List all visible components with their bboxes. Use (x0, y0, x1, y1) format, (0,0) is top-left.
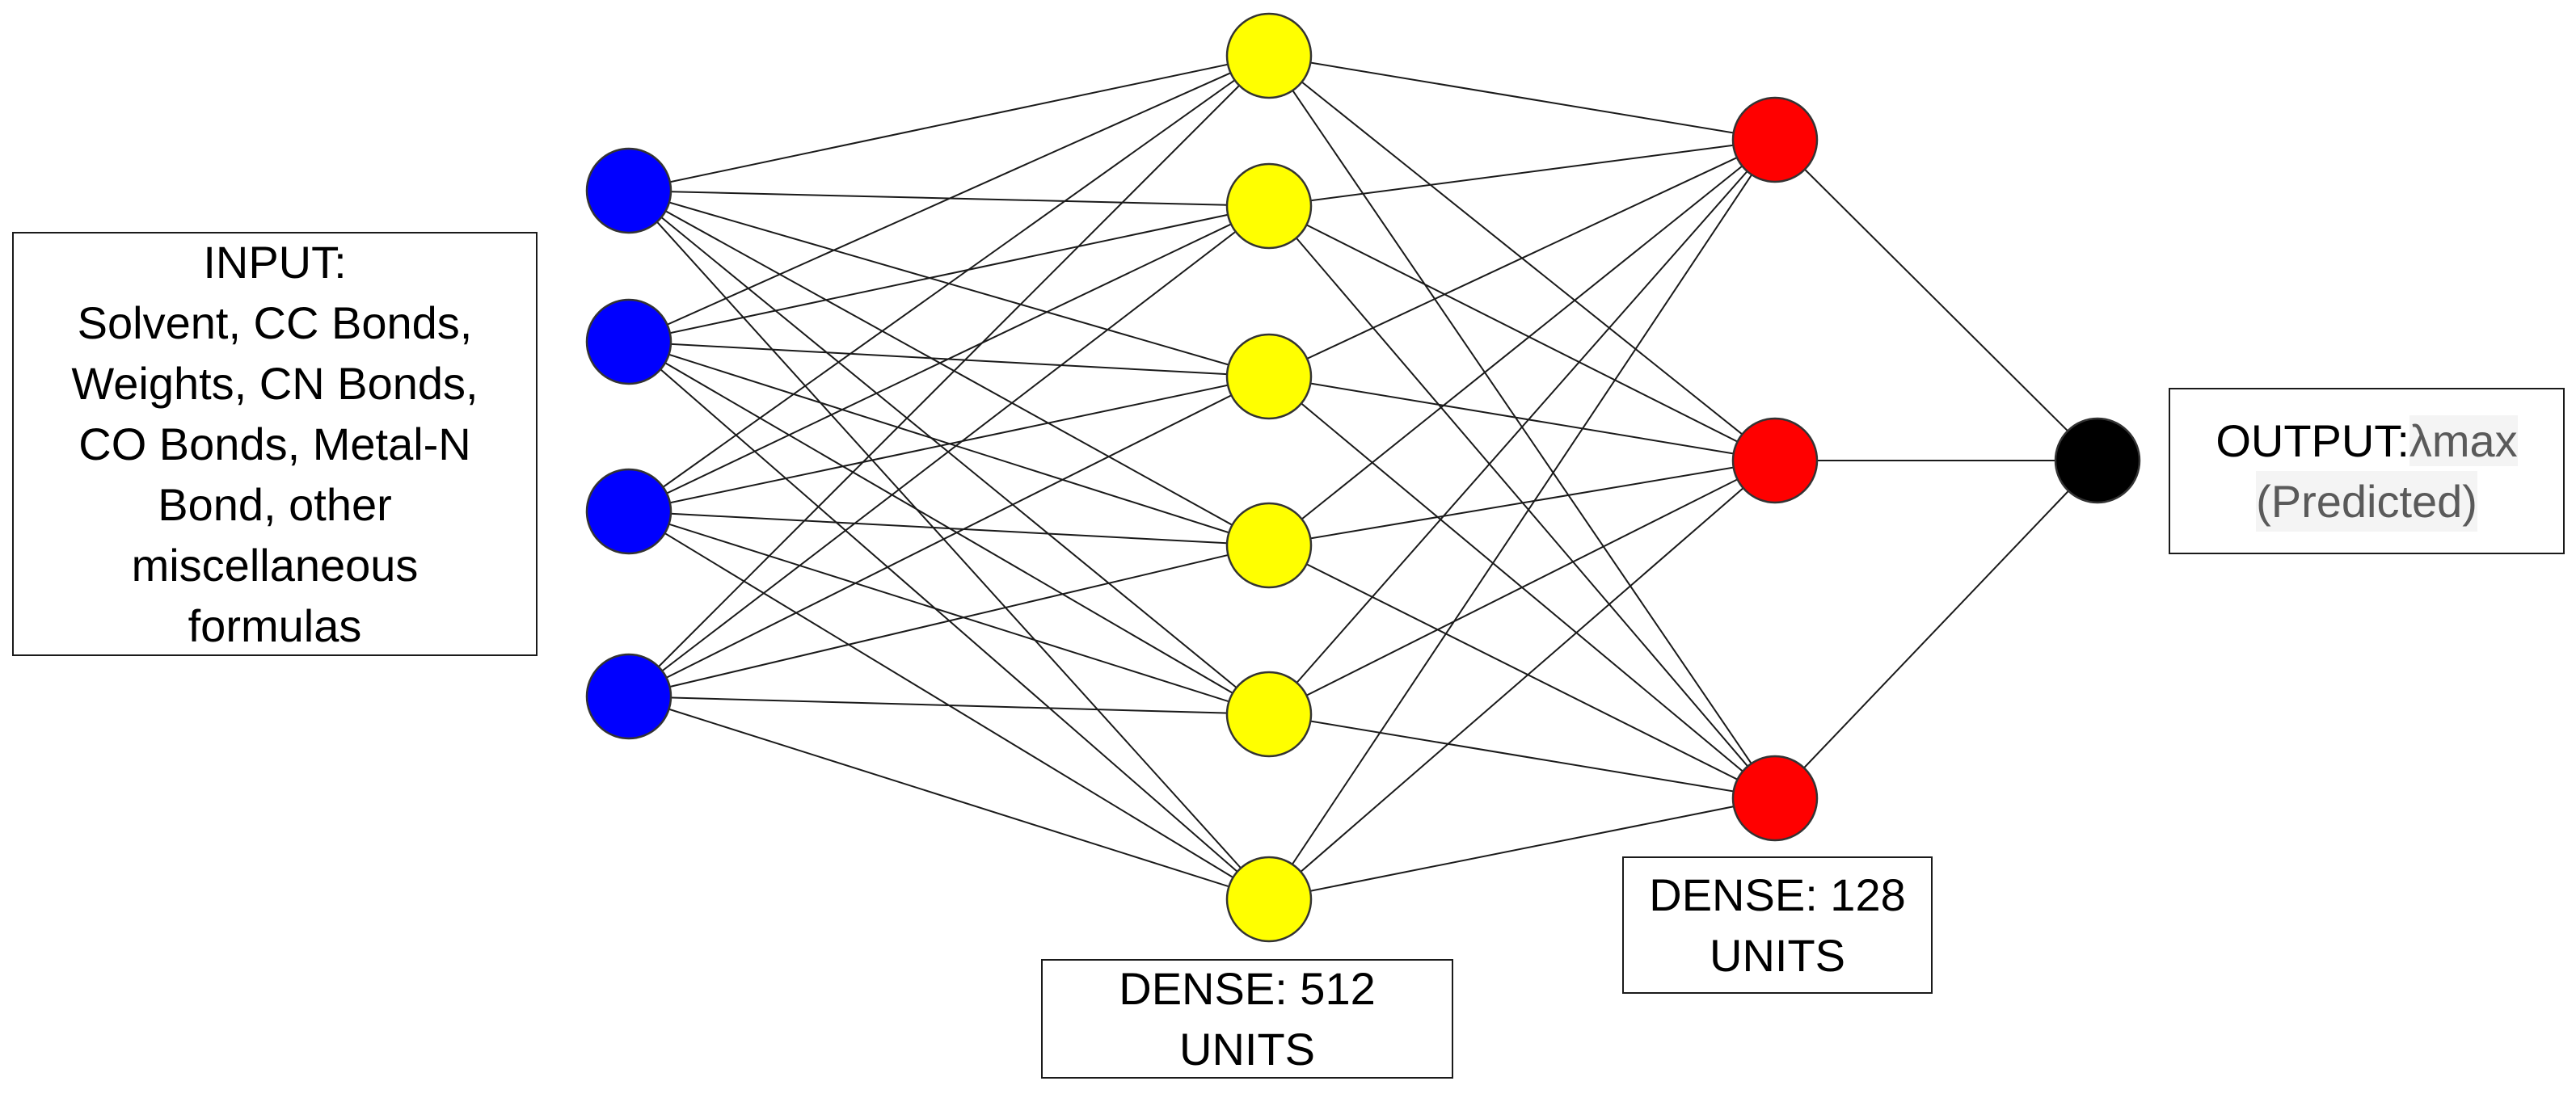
output-label-line: OUTPUT:λmax (2216, 410, 2518, 471)
edge-dense_512-4-to-dense_128-2 (1268, 713, 1776, 799)
dense-512-label-box: DENSE: 512 UNITS (1041, 959, 1453, 1079)
connection-lines (628, 55, 2098, 900)
input-label-line: Solvent, CC Bonds, (77, 297, 473, 348)
edge-input-3-to-dense_512-5 (628, 696, 1270, 900)
edge-dense_512-0-to-dense_128-0 (1268, 55, 1776, 141)
dense-512-label-line: DENSE: 512 (1119, 963, 1376, 1014)
edge-input-2-to-dense_512-3 (628, 511, 1270, 546)
edge-input-1-to-dense_512-0 (628, 55, 1270, 343)
input-label-box: INPUT: Solvent, CC Bonds, Weights, CN Bo… (12, 232, 538, 656)
edge-input-3-to-dense_512-2 (628, 376, 1270, 697)
neuron-nodes (585, 12, 2141, 943)
edge-dense_512-2-to-dense_128-1 (1268, 376, 1776, 461)
input-label-line: Bond, other (158, 479, 392, 530)
edge-dense_512-5-to-dense_128-1 (1268, 460, 1776, 900)
output-lambda-max: λmax (2409, 415, 2518, 466)
node-dense_512-5 (1225, 856, 1313, 943)
edge-input-3-to-dense_512-4 (628, 696, 1270, 715)
edge-dense_512-1-to-dense_128-1 (1268, 205, 1776, 461)
edge-dense_512-4-to-dense_128-0 (1268, 139, 1776, 715)
edge-dense_512-3-to-dense_128-2 (1268, 545, 1776, 799)
edge-dense_512-4-to-dense_128-1 (1268, 460, 1776, 715)
node-input-2 (585, 468, 672, 555)
node-dense_512-4 (1225, 671, 1313, 758)
edge-input-1-to-dense_512-1 (628, 205, 1270, 343)
edge-input-2-to-dense_512-2 (628, 376, 1270, 512)
input-label-line: INPUT: (203, 237, 347, 288)
dense-512-label-line: UNITS (1179, 1024, 1315, 1075)
node-input-3 (585, 653, 672, 740)
edge-input-0-to-dense_512-5 (628, 190, 1270, 900)
input-label-line: Weights, CN Bonds, (71, 358, 479, 409)
edge-dense_512-3-to-dense_128-0 (1268, 139, 1776, 546)
edge-dense_512-5-to-dense_128-0 (1268, 139, 1776, 900)
edge-dense_512-3-to-dense_128-1 (1268, 460, 1776, 546)
dense-128-label-line: UNITS (1710, 930, 1845, 981)
output-predicted: (Predicted) (2256, 471, 2477, 532)
input-label-line: miscellaneous (131, 540, 419, 591)
node-dense_512-3 (1225, 502, 1313, 589)
output-prefix: OUTPUT: (2216, 415, 2409, 466)
node-input-0 (585, 147, 672, 234)
edge-input-2-to-dense_512-4 (628, 511, 1270, 715)
edge-dense_512-1-to-dense_128-0 (1268, 139, 1776, 207)
input-label-line: CO Bonds, Metal-N (78, 419, 471, 469)
edge-dense_512-2-to-dense_128-0 (1268, 139, 1776, 377)
node-dense_512-1 (1225, 162, 1313, 250)
node-dense_512-0 (1225, 12, 1313, 99)
edge-dense_128-2-to-output-0 (1774, 460, 2098, 799)
edge-input-3-to-dense_512-1 (628, 205, 1270, 697)
edge-dense_512-5-to-dense_128-2 (1268, 797, 1776, 900)
node-dense_128-2 (1731, 755, 1819, 842)
edge-input-3-to-dense_512-3 (628, 545, 1270, 697)
dense-128-label-box: DENSE: 128 UNITS (1622, 856, 1933, 994)
node-input-1 (585, 298, 672, 385)
edge-input-0-to-dense_512-4 (628, 190, 1270, 715)
edge-dense_128-0-to-output-0 (1774, 139, 2098, 461)
node-dense_512-2 (1225, 333, 1313, 420)
node-dense_128-1 (1731, 417, 1819, 504)
edge-input-0-to-dense_512-3 (628, 190, 1270, 546)
edge-input-2-to-dense_512-1 (628, 205, 1270, 512)
node-output-0 (2054, 417, 2141, 504)
edge-input-3-to-dense_512-0 (628, 55, 1270, 697)
input-label-line: formulas (188, 600, 362, 651)
edge-input-0-to-dense_512-0 (628, 55, 1270, 191)
output-label-box: OUTPUT:λmax (Predicted) (2169, 388, 2565, 554)
edge-input-2-to-dense_512-0 (628, 55, 1270, 512)
dense-128-label-line: DENSE: 128 (1649, 869, 1906, 920)
node-dense_128-0 (1731, 96, 1819, 183)
